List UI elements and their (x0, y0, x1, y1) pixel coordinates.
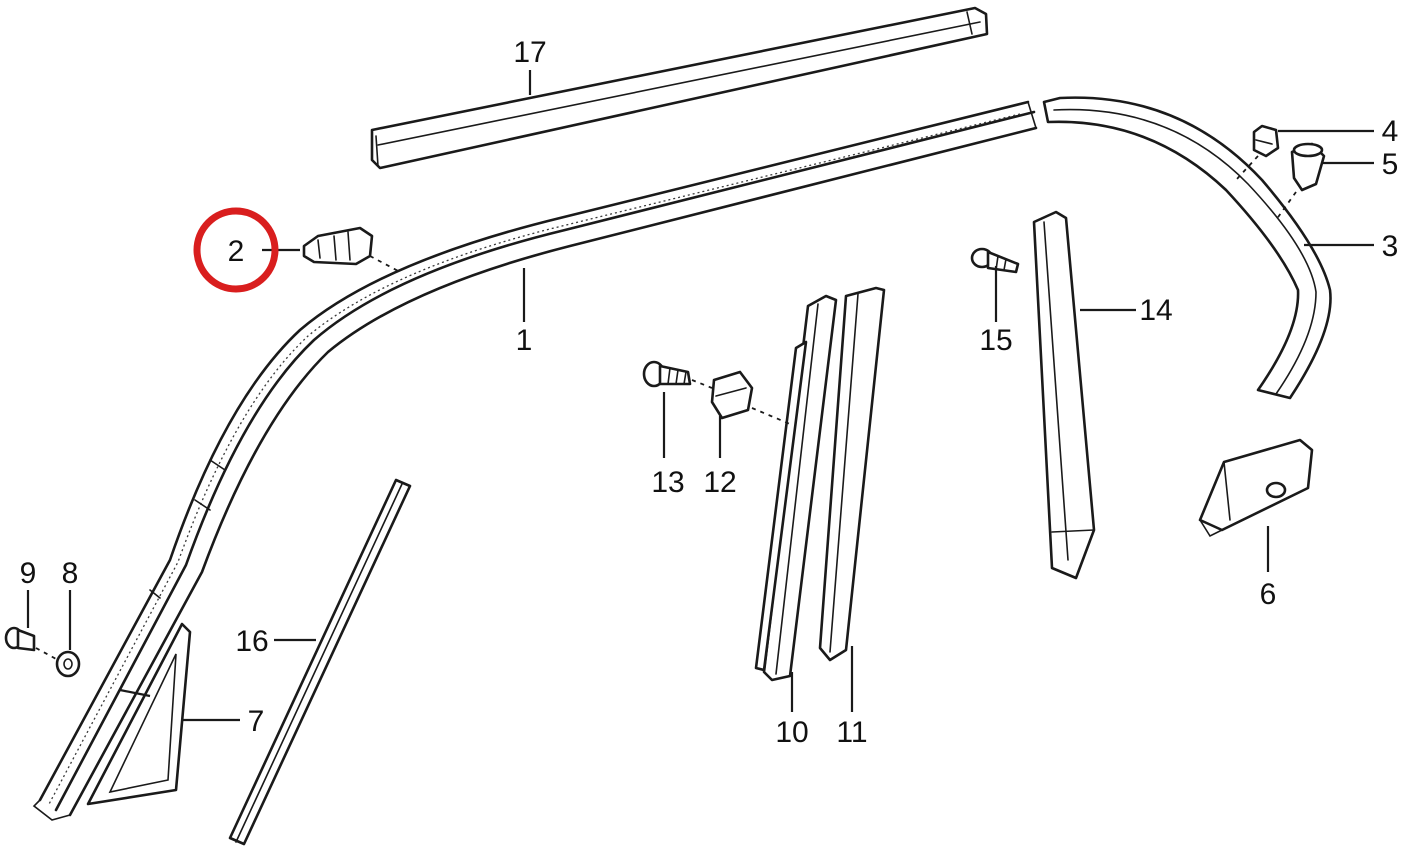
part-10-pillar-strip (754, 294, 838, 682)
callout-10: 10 (775, 716, 808, 749)
part-14-strip (1032, 210, 1096, 580)
part-16-strip (228, 478, 412, 846)
part-7-triangle (86, 622, 192, 806)
callout-17: 17 (513, 36, 546, 69)
callout-5: 5 (1382, 148, 1399, 181)
part-1-main-trim (32, 100, 1038, 821)
part-11-pillar-strip (818, 286, 886, 662)
callout-4: 4 (1382, 115, 1399, 148)
callout-7: 7 (248, 705, 265, 738)
callout-15: 15 (979, 324, 1012, 357)
part-17-upper-strip (370, 6, 989, 170)
callout-6: 6 (1260, 578, 1277, 611)
callout-13: 13 (651, 466, 684, 499)
part-12-clip (710, 370, 791, 425)
highlight-circle (193, 207, 279, 293)
callout-1: 1 (516, 324, 533, 357)
part-5-plug (1290, 142, 1326, 192)
callout-12: 12 (703, 466, 736, 499)
part-9-bolt (4, 626, 36, 652)
part-3-rear-trim (1042, 96, 1332, 400)
callout-9: 9 (20, 557, 37, 590)
callout-3: 3 (1382, 230, 1399, 263)
callout-8: 8 (62, 557, 79, 590)
callout-11: 11 (836, 716, 867, 749)
callout-numbers: 17 2 1 4 5 3 14 15 13 12 6 10 11 16 7 9 … (20, 36, 1399, 749)
part-2-clip (302, 226, 401, 273)
callout-16: 16 (235, 625, 268, 658)
part-13-screw (642, 360, 713, 389)
leader-lines (26, 70, 1374, 722)
callout-14: 14 (1139, 294, 1172, 327)
part-6-bracket (1198, 438, 1314, 538)
part-4-clip (1252, 124, 1280, 158)
callout-2: 2 (228, 235, 245, 268)
part-8-nut (35, 647, 81, 678)
